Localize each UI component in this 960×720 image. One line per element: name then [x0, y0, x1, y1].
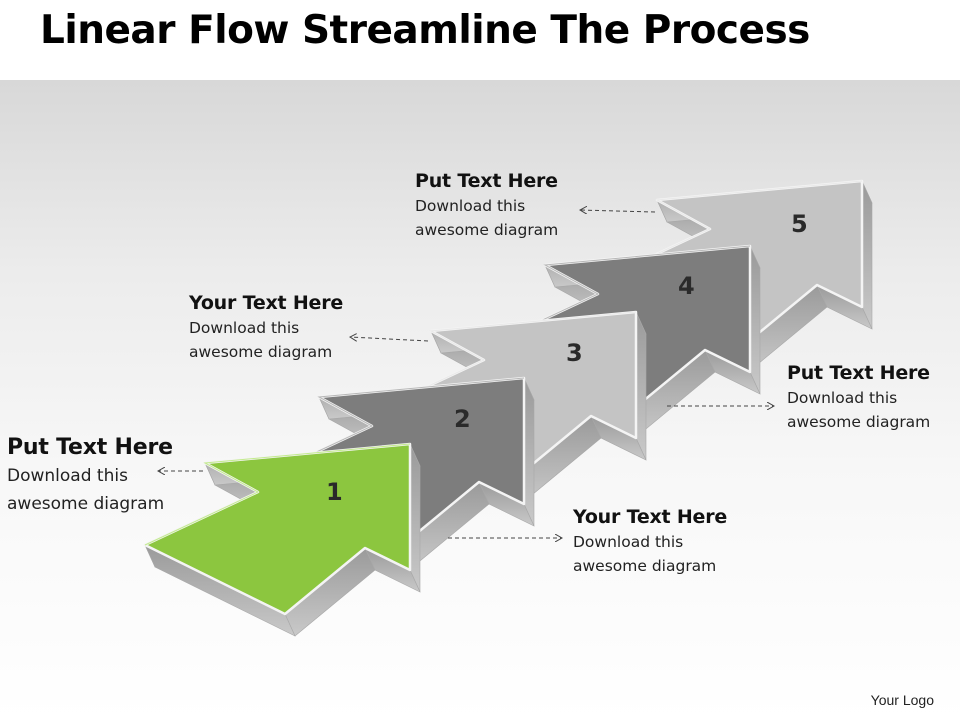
step-number-2: 2 — [454, 405, 471, 433]
arrow-side-face — [523, 377, 535, 527]
callout-text-line: awesome diagram — [189, 343, 333, 361]
logo-placeholder: Your Logo — [870, 692, 934, 708]
callout-text-line: Download this — [787, 389, 898, 407]
step-number-5: 5 — [791, 210, 808, 238]
arrow-step-1 — [143, 442, 421, 637]
step-number-4: 4 — [678, 272, 695, 300]
callout-text-line: awesome diagram — [787, 413, 931, 431]
callout-text-line: awesome diagram — [7, 494, 165, 514]
arrow-side-face — [409, 443, 421, 593]
callout-text-line: Download this — [573, 533, 684, 551]
step-number-1: 1 — [326, 478, 343, 506]
step-numbers: 1 2 3 4 5 — [326, 210, 808, 506]
page-title: Linear Flow Streamline The Process — [40, 8, 810, 53]
callout-heading: Put Text Here — [787, 362, 930, 384]
callout-heading: Your Text Here — [573, 506, 728, 528]
callout-step-4: Put Text Here Download this awesome diag… — [787, 362, 930, 434]
callout-step-3: Your Text Here Download this awesome dia… — [189, 292, 343, 364]
arrow-highlight — [144, 443, 411, 546]
callout-heading: Put Text Here — [415, 170, 558, 192]
callout-text-line: Download this — [189, 319, 300, 337]
arrow-side-face — [861, 180, 873, 330]
callout-step-5: Put Text Here Download this awesome diag… — [415, 170, 558, 242]
callout-text-line: awesome diagram — [415, 221, 559, 239]
connector-step-3 — [350, 337, 429, 342]
arrow-side-face — [749, 245, 761, 395]
arrow-side-face — [635, 311, 647, 461]
callout-step-1: Put Text Here Download this awesome diag… — [7, 435, 173, 518]
callout-text-line: awesome diagram — [573, 557, 717, 575]
arrow-group — [143, 179, 873, 637]
callout-step-2: Your Text Here Download this awesome dia… — [573, 506, 727, 578]
callout-heading: Your Text Here — [189, 292, 344, 314]
callout-text-line: Download this — [7, 466, 128, 486]
connector-step-5 — [580, 210, 656, 212]
step-number-3: 3 — [566, 339, 583, 367]
arrow-top-face — [143, 442, 412, 616]
callout-heading: Put Text Here — [7, 435, 173, 460]
callout-text-line: Download this — [415, 197, 526, 215]
